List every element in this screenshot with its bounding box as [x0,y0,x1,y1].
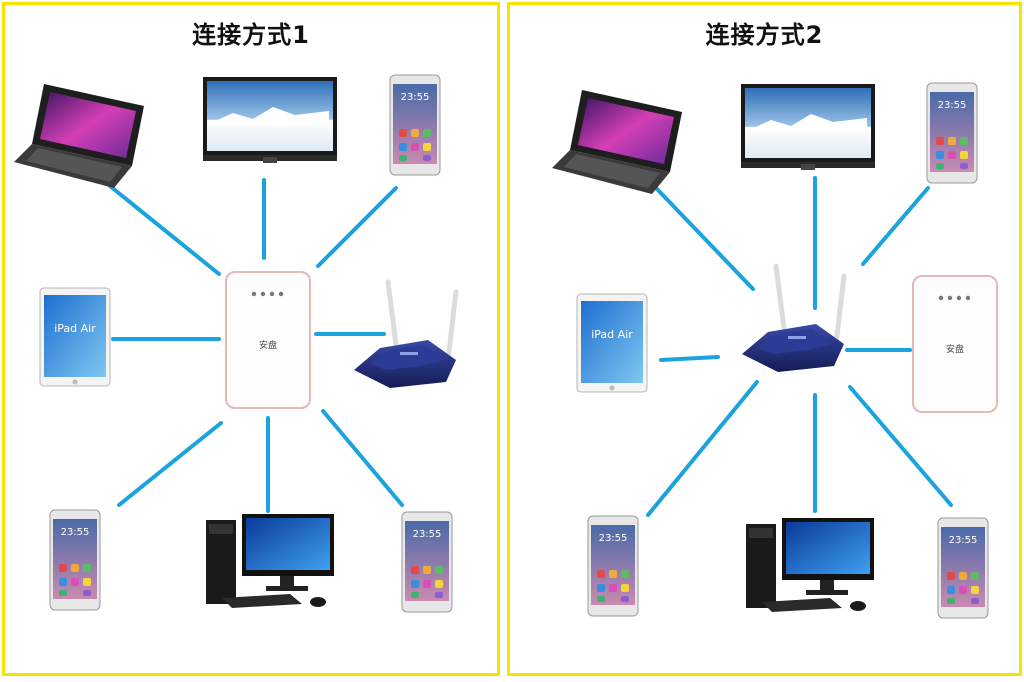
storage-brand-label: 安盘 [259,339,277,351]
panel1-tablet: iPad Air [39,287,111,387]
panel2-links [646,176,953,517]
phone-clock: 23:55 [949,535,978,546]
panel2-tablet: iPad Air [576,293,648,393]
panel2-phone-top: 23:55 [926,82,978,184]
panel1-phone-bottom-left: 23:55 [49,509,101,611]
tablet-title: iPad Air [591,328,633,341]
phone-clock: 23:55 [401,92,430,103]
panel2-router [742,266,844,372]
storage-brand-label: 安盘 [946,343,964,355]
phone-clock: 23:55 [938,100,967,111]
panel2-phone-bottom-right: 23:55 [937,517,989,619]
phone-clock: 23:55 [413,529,442,540]
panel1-laptop [14,84,144,188]
panel2-tv [741,84,875,170]
panel-title: 连接方式1 [192,21,310,49]
panel1-tv [203,77,337,163]
tablet-title: iPad Air [54,322,96,335]
panel2-phone-bottom-left: 23:55 [587,515,639,617]
panel2-laptop [552,90,682,194]
panel1-phone-top: 23:55 [389,74,441,176]
panel1-links [103,178,404,513]
panel-title: 连接方式2 [705,21,824,49]
panel2-desktop [746,518,874,612]
panel1-desktop [206,514,334,608]
phone-clock: 23:55 [61,527,90,538]
panel1-storage-device: 安盘 [225,271,311,409]
panel1-phone-bottom-right: 23:55 [401,511,453,613]
panel2-storage-device: 安盘 [912,275,998,413]
phone-clock: 23:55 [599,533,628,544]
